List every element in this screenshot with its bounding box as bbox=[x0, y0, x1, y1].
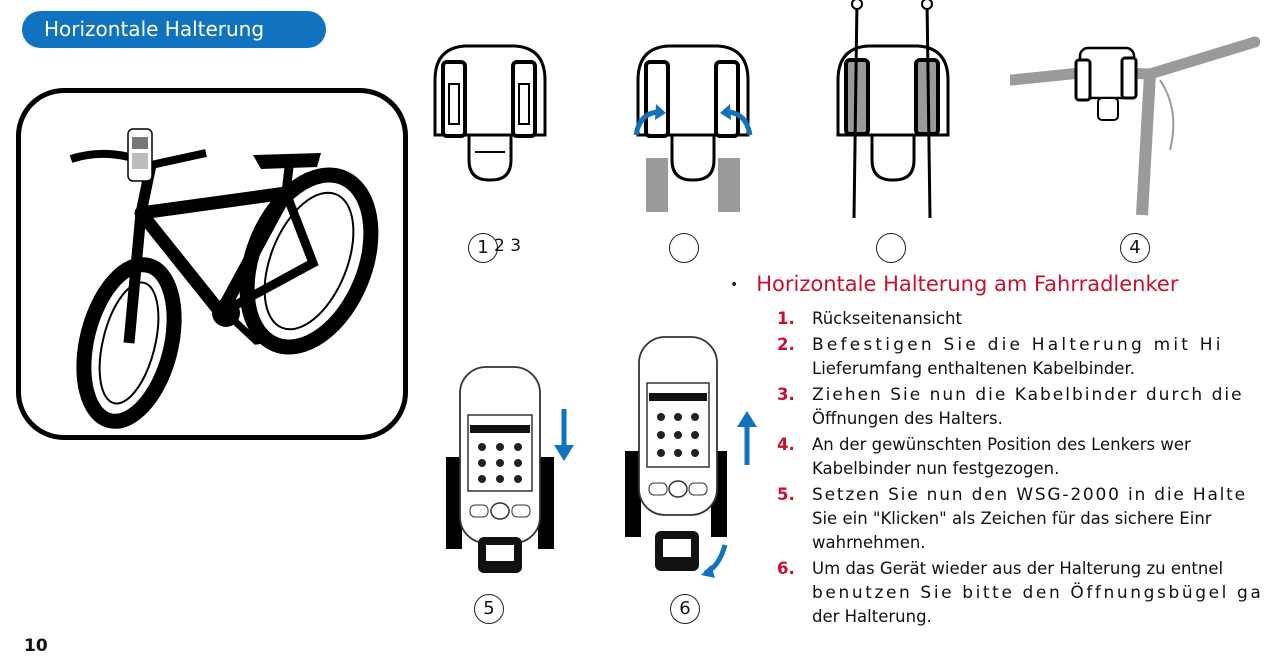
figure-1-holder-rear bbox=[425, 40, 555, 194]
figure-label-4: 4 bbox=[1120, 233, 1150, 263]
figure-label-1-suffix: 2 3 bbox=[494, 236, 522, 256]
figure-label-3-empty bbox=[876, 233, 906, 263]
bullet-icon: • bbox=[730, 277, 739, 293]
step-text-line: Lieferumfang enthaltenen Kabelbinder. bbox=[812, 359, 1135, 378]
step-6: 6. Um das Gerät wieder aus der Halterung… bbox=[772, 557, 1270, 629]
step-text-line: Kabelbinder nun festgezogen. bbox=[812, 459, 1060, 478]
step-text-line: Sie ein "Klicken" als Zeichen für das si… bbox=[812, 509, 1212, 528]
step-number: 2. bbox=[777, 335, 795, 354]
bike-illustration bbox=[16, 88, 408, 440]
figure-3-straps-through bbox=[828, 0, 958, 224]
step-number: 1. bbox=[777, 309, 795, 328]
figure-label-2-empty bbox=[669, 233, 699, 263]
step-2: 2. Befestigen Sie die Halterung mit Hi L… bbox=[772, 333, 1270, 381]
step-text-line: benutzen Sie bitte den Öffnungsbügel ga bbox=[812, 583, 1264, 603]
step-text-line: Ziehen Sie nun die Kabelbinder durch die bbox=[812, 385, 1244, 405]
step-number: 3. bbox=[777, 385, 795, 404]
step-number: 4. bbox=[777, 435, 795, 454]
step-4: 4. An der gewünschten Position des Lenke… bbox=[772, 433, 1270, 481]
instructions-heading: • Horizontale Halterung am Fahrradlenker bbox=[730, 272, 1178, 296]
step-text-line: der Halterung. bbox=[812, 607, 932, 626]
step-number: 5. bbox=[777, 485, 795, 504]
figure-2-insert-straps bbox=[628, 40, 758, 219]
instructions-heading-text: Horizontale Halterung am Fahrradlenker bbox=[756, 272, 1179, 296]
figure-5-insert-device bbox=[430, 365, 580, 584]
figure-label-6: 6 bbox=[670, 594, 700, 624]
step-text-line: wahrnehmen. bbox=[812, 533, 926, 552]
figure-4-handlebar-mounted bbox=[1006, 30, 1261, 224]
step-text-line: Setzen Sie nun den WSG-2000 in die Halte bbox=[812, 485, 1247, 505]
instruction-steps: 1. Rückseitenansicht 2. Befestigen Sie d… bbox=[772, 307, 1270, 662]
page-number: 10 bbox=[24, 636, 48, 656]
step-3: 3. Ziehen Sie nun die Kabelbinder durch … bbox=[772, 383, 1270, 431]
step-text-line: Rückseitenansicht bbox=[812, 309, 962, 328]
step-text-line: Um das Gerät wieder aus der Halterung zu… bbox=[812, 559, 1224, 578]
step-text-line: Befestigen Sie die Halterung mit Hi bbox=[812, 335, 1224, 355]
section-title: Horizontale Halterung bbox=[22, 11, 326, 48]
step-5: 5. Setzen Sie nun den WSG-2000 in die Ha… bbox=[772, 483, 1270, 555]
bicycle-icon bbox=[69, 128, 379, 429]
step-text-line: Öffnungen des Halters. bbox=[812, 409, 1003, 428]
figure-label-1: 1 bbox=[468, 233, 498, 263]
step-text-line: An der gewünschten Position des Lenkers … bbox=[812, 435, 1191, 454]
figure-6-remove-device bbox=[615, 335, 765, 584]
step-number: 6. bbox=[777, 559, 795, 578]
step-1: 1. Rückseitenansicht bbox=[772, 307, 1270, 331]
figure-label-5: 5 bbox=[474, 594, 504, 624]
